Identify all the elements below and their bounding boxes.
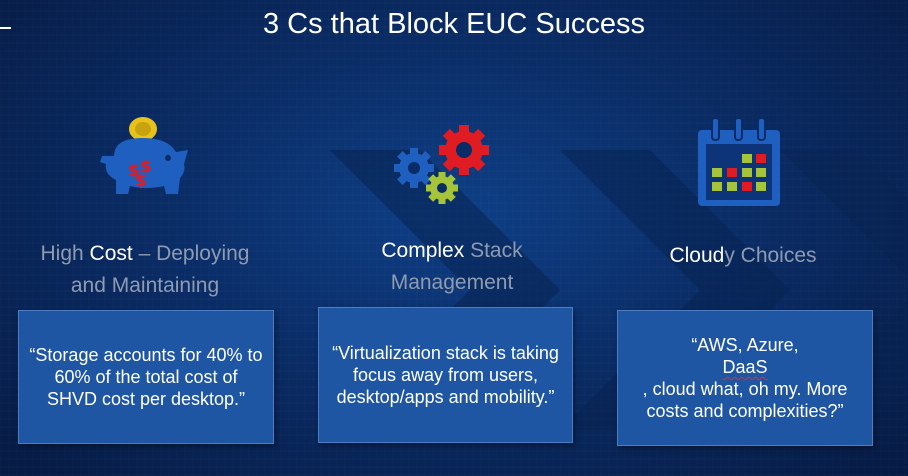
gears-icon xyxy=(394,125,489,204)
spellcheck-flagged-word: DaaS xyxy=(722,357,768,377)
svg-text:$: $ xyxy=(135,171,147,191)
quote-card-cloudy: “AWS, Azure, DaaS, cloud what, oh my. Mo… xyxy=(617,310,873,446)
slide-corner-mark xyxy=(0,27,11,29)
quote-text-cost: “Storage accounts for 40% to 60% of the … xyxy=(29,345,263,409)
svg-text:$: $ xyxy=(140,157,152,177)
svg-text:$: $ xyxy=(128,161,140,181)
quote-card-cost: “Storage accounts for 40% to 60% of the … xyxy=(18,310,274,444)
heading-high-cost: High Cost – Deploying and Maintaining xyxy=(40,242,250,297)
quote-card-complex: “Virtualization stack is taking focus aw… xyxy=(318,307,573,443)
quote-text-cloudy: “AWS, Azure, DaaS, cloud what, oh my. Mo… xyxy=(628,334,862,422)
heading-complex-stack: Complex Stack Management xyxy=(381,239,523,294)
quote-text-complex: “Virtualization stack is taking focus aw… xyxy=(332,343,559,407)
heading-cloudy-choices: Cloudy Choices xyxy=(669,244,817,267)
piggy-bank-icon: $ $ $ xyxy=(100,117,188,194)
slide-title: 3 Cs that Block EUC Success xyxy=(263,8,645,40)
calendar-icon xyxy=(698,117,780,206)
